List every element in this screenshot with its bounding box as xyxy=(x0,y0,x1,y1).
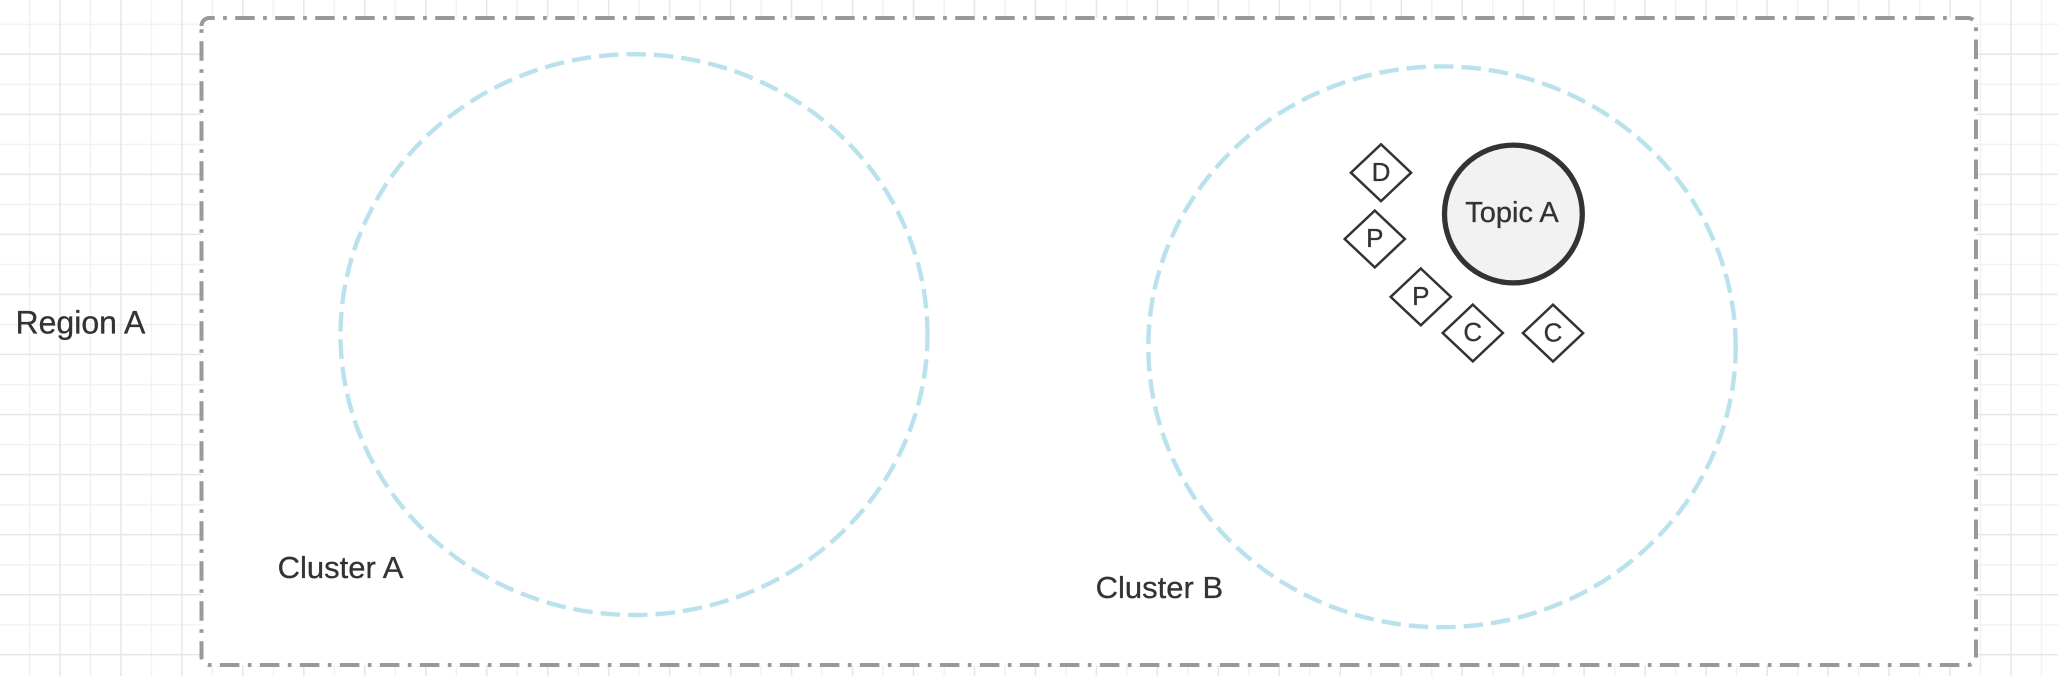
svg-text:P: P xyxy=(1366,223,1383,253)
svg-text:Cluster B: Cluster B xyxy=(1096,570,1223,605)
svg-text:C: C xyxy=(1544,317,1563,347)
svg-text:Topic A: Topic A xyxy=(1465,197,1559,229)
svg-text:Cluster A: Cluster A xyxy=(278,550,404,585)
svg-text:C: C xyxy=(1463,317,1482,347)
svg-text:D: D xyxy=(1372,157,1391,187)
svg-text:P: P xyxy=(1412,281,1429,311)
svg-text:Region A: Region A xyxy=(16,305,147,341)
